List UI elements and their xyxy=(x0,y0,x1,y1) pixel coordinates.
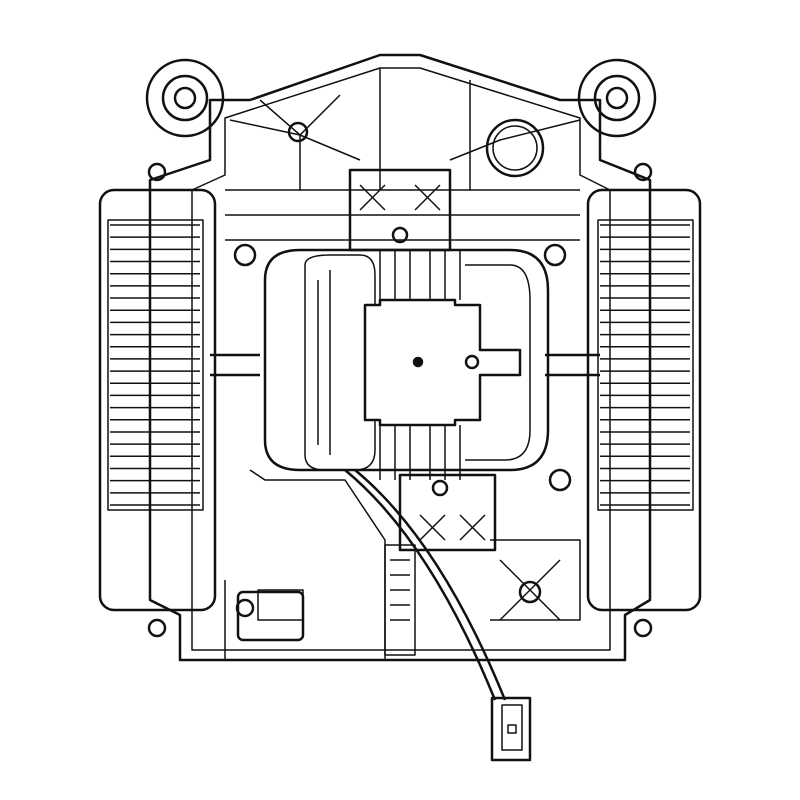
mount-ear-right xyxy=(577,58,657,138)
fan-cage-right xyxy=(586,188,702,612)
wire-harness xyxy=(344,469,507,701)
housing xyxy=(148,53,652,662)
port-circle xyxy=(485,118,545,178)
fan-cage-left xyxy=(98,188,217,612)
mount-ear-left xyxy=(145,58,225,138)
connector-plug xyxy=(490,696,532,762)
upper-bracket xyxy=(348,168,452,252)
motor-shaft xyxy=(210,353,600,377)
lower-bracket xyxy=(398,473,497,552)
motor-body xyxy=(263,248,550,480)
lower-housing xyxy=(224,469,581,661)
screw-hole xyxy=(287,121,309,143)
